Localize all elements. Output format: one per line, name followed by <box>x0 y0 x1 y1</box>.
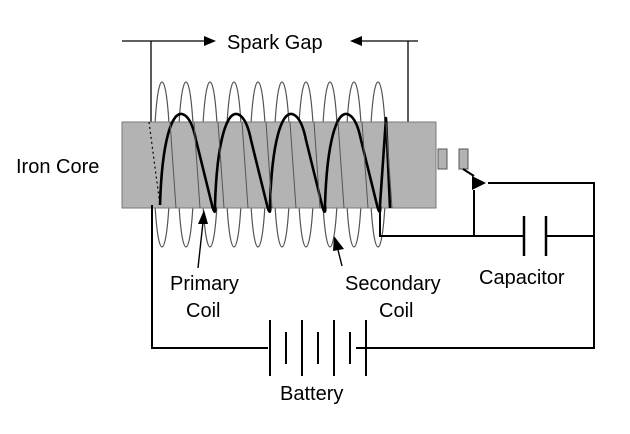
primary-coil-label-line2: Coil <box>186 300 220 322</box>
secondary-coil-pointer-head <box>333 236 344 251</box>
circuit-wiring <box>151 168 595 349</box>
capacitor <box>522 216 548 256</box>
secondary-coil-front-strand <box>217 121 225 209</box>
battery-label: Battery <box>280 383 343 405</box>
capacitor-label: Capacitor <box>479 267 565 289</box>
secondary-coil-label-line2: Coil <box>379 300 413 322</box>
spark-gap-right-arrowhead <box>350 36 362 46</box>
interrupter-contact-arrow <box>472 176 486 190</box>
secondary-coil-front-strand <box>265 121 273 209</box>
secondary-coil-front-strand <box>193 121 201 209</box>
secondary-coil-pointer-line <box>337 249 343 267</box>
primary-coil-label-line1: Primary <box>170 273 239 295</box>
secondary-coil-front-strand <box>361 121 369 209</box>
interrupter-armature <box>437 148 448 170</box>
secondary-coil-front-strand <box>313 121 321 209</box>
primary-coil <box>158 112 392 214</box>
primary-coil-hidden-segment <box>148 121 161 206</box>
primary-coil-pointer-head <box>198 210 208 224</box>
spark-gap-left-arrowhead <box>204 36 216 46</box>
secondary-coil-front-strand <box>385 121 393 209</box>
secondary-coil-front-strand <box>289 121 297 209</box>
battery <box>269 320 367 376</box>
wire-coil-to-interrupter <box>379 190 475 237</box>
label-pointers <box>197 210 344 269</box>
spark-gap-label: Spark Gap <box>227 32 323 54</box>
secondary-coil-label-line1: Secondary <box>345 273 441 295</box>
wire-battery-to-capacitor-loop <box>356 182 595 349</box>
wire-primary-to-battery <box>151 205 268 349</box>
primary-coil-pointer-line <box>197 221 204 269</box>
secondary-coil-front-strand <box>241 121 249 209</box>
secondary-coil-front-strand <box>337 121 345 209</box>
secondary-coil-front <box>169 121 393 209</box>
interrupter-spring <box>462 168 475 177</box>
interrupter-contact <box>458 148 469 170</box>
iron-core-label: Iron Core <box>16 156 99 178</box>
primary-coil-winding <box>158 112 392 214</box>
secondary-coil-front-strand <box>169 121 177 209</box>
spark-gap-indicator <box>122 36 418 122</box>
